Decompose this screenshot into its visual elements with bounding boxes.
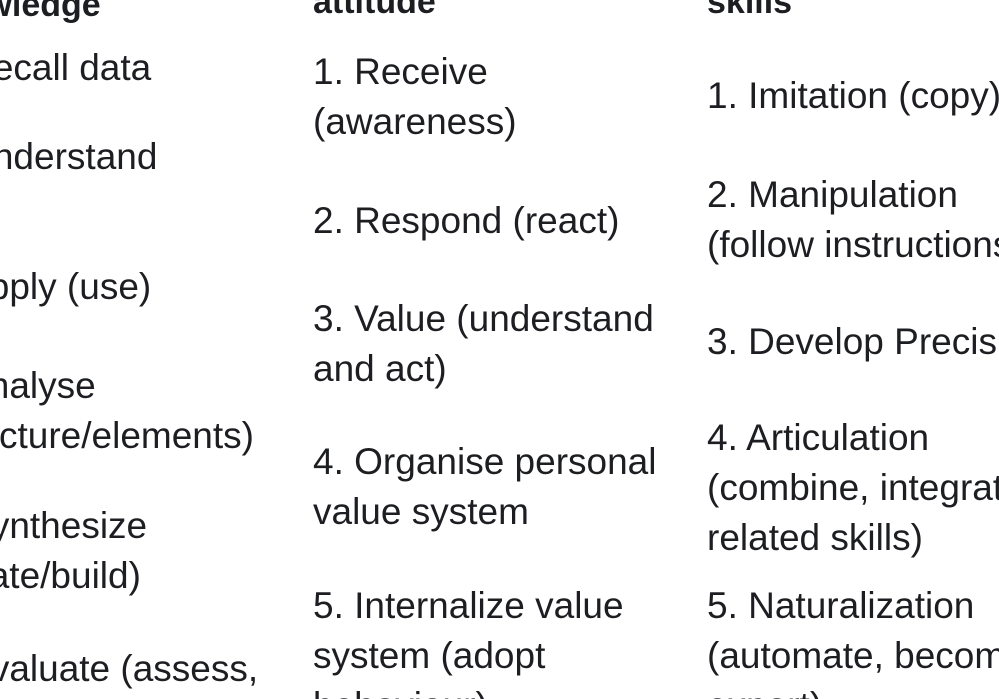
skills-item-imitation: 1. Imitation (copy)	[707, 75, 999, 116]
knowledge-item-apply: 3. Apply (use)	[0, 266, 152, 307]
skills-item-precision: 3. Develop Precision	[707, 321, 999, 362]
attitude-item-value: 3. Value (understand and act)	[313, 298, 654, 389]
knowledge-item-synthesize: 5. Synthesize (create/build)	[0, 505, 148, 596]
skills-item-manipulation: 2. Manipulation (follow instructions)	[707, 174, 999, 265]
column-header-attitude: attitude	[313, 0, 436, 21]
column-skills: skills 1. Imitation (copy) 2. Manipulati…	[707, 0, 999, 699]
knowledge-item-understand: 2. Understand	[0, 136, 158, 177]
attitude-item-internalize: 5. Internalize value system (adopt behav…	[313, 585, 624, 699]
skills-item-articulation: 4. Articulation (combine, integrate rela…	[707, 417, 999, 558]
knowledge-item-evaluate: 6. Evaluate (assess,	[0, 648, 259, 689]
column-header-knowledge: knowledge	[0, 0, 101, 24]
knowledge-item-recall: 1. Recall data	[0, 47, 152, 88]
column-knowledge: knowledge 1. Recall data 2. Understand 3…	[0, 0, 259, 689]
attitude-item-respond: 2. Respond (react)	[313, 200, 620, 241]
attitude-item-receive: 1. Receive (awareness)	[313, 51, 517, 142]
skills-item-naturalization: 5. Naturalization (automate, become expe…	[707, 585, 999, 699]
knowledge-item-analyse: 4. Analyse (structure/elements)	[0, 365, 254, 456]
column-attitude: attitude 1. Receive (awareness) 2. Respo…	[313, 0, 933, 699]
attitude-item-organise: 4. Organise personal value system	[313, 441, 657, 532]
column-header-skills: skills	[707, 0, 793, 21]
